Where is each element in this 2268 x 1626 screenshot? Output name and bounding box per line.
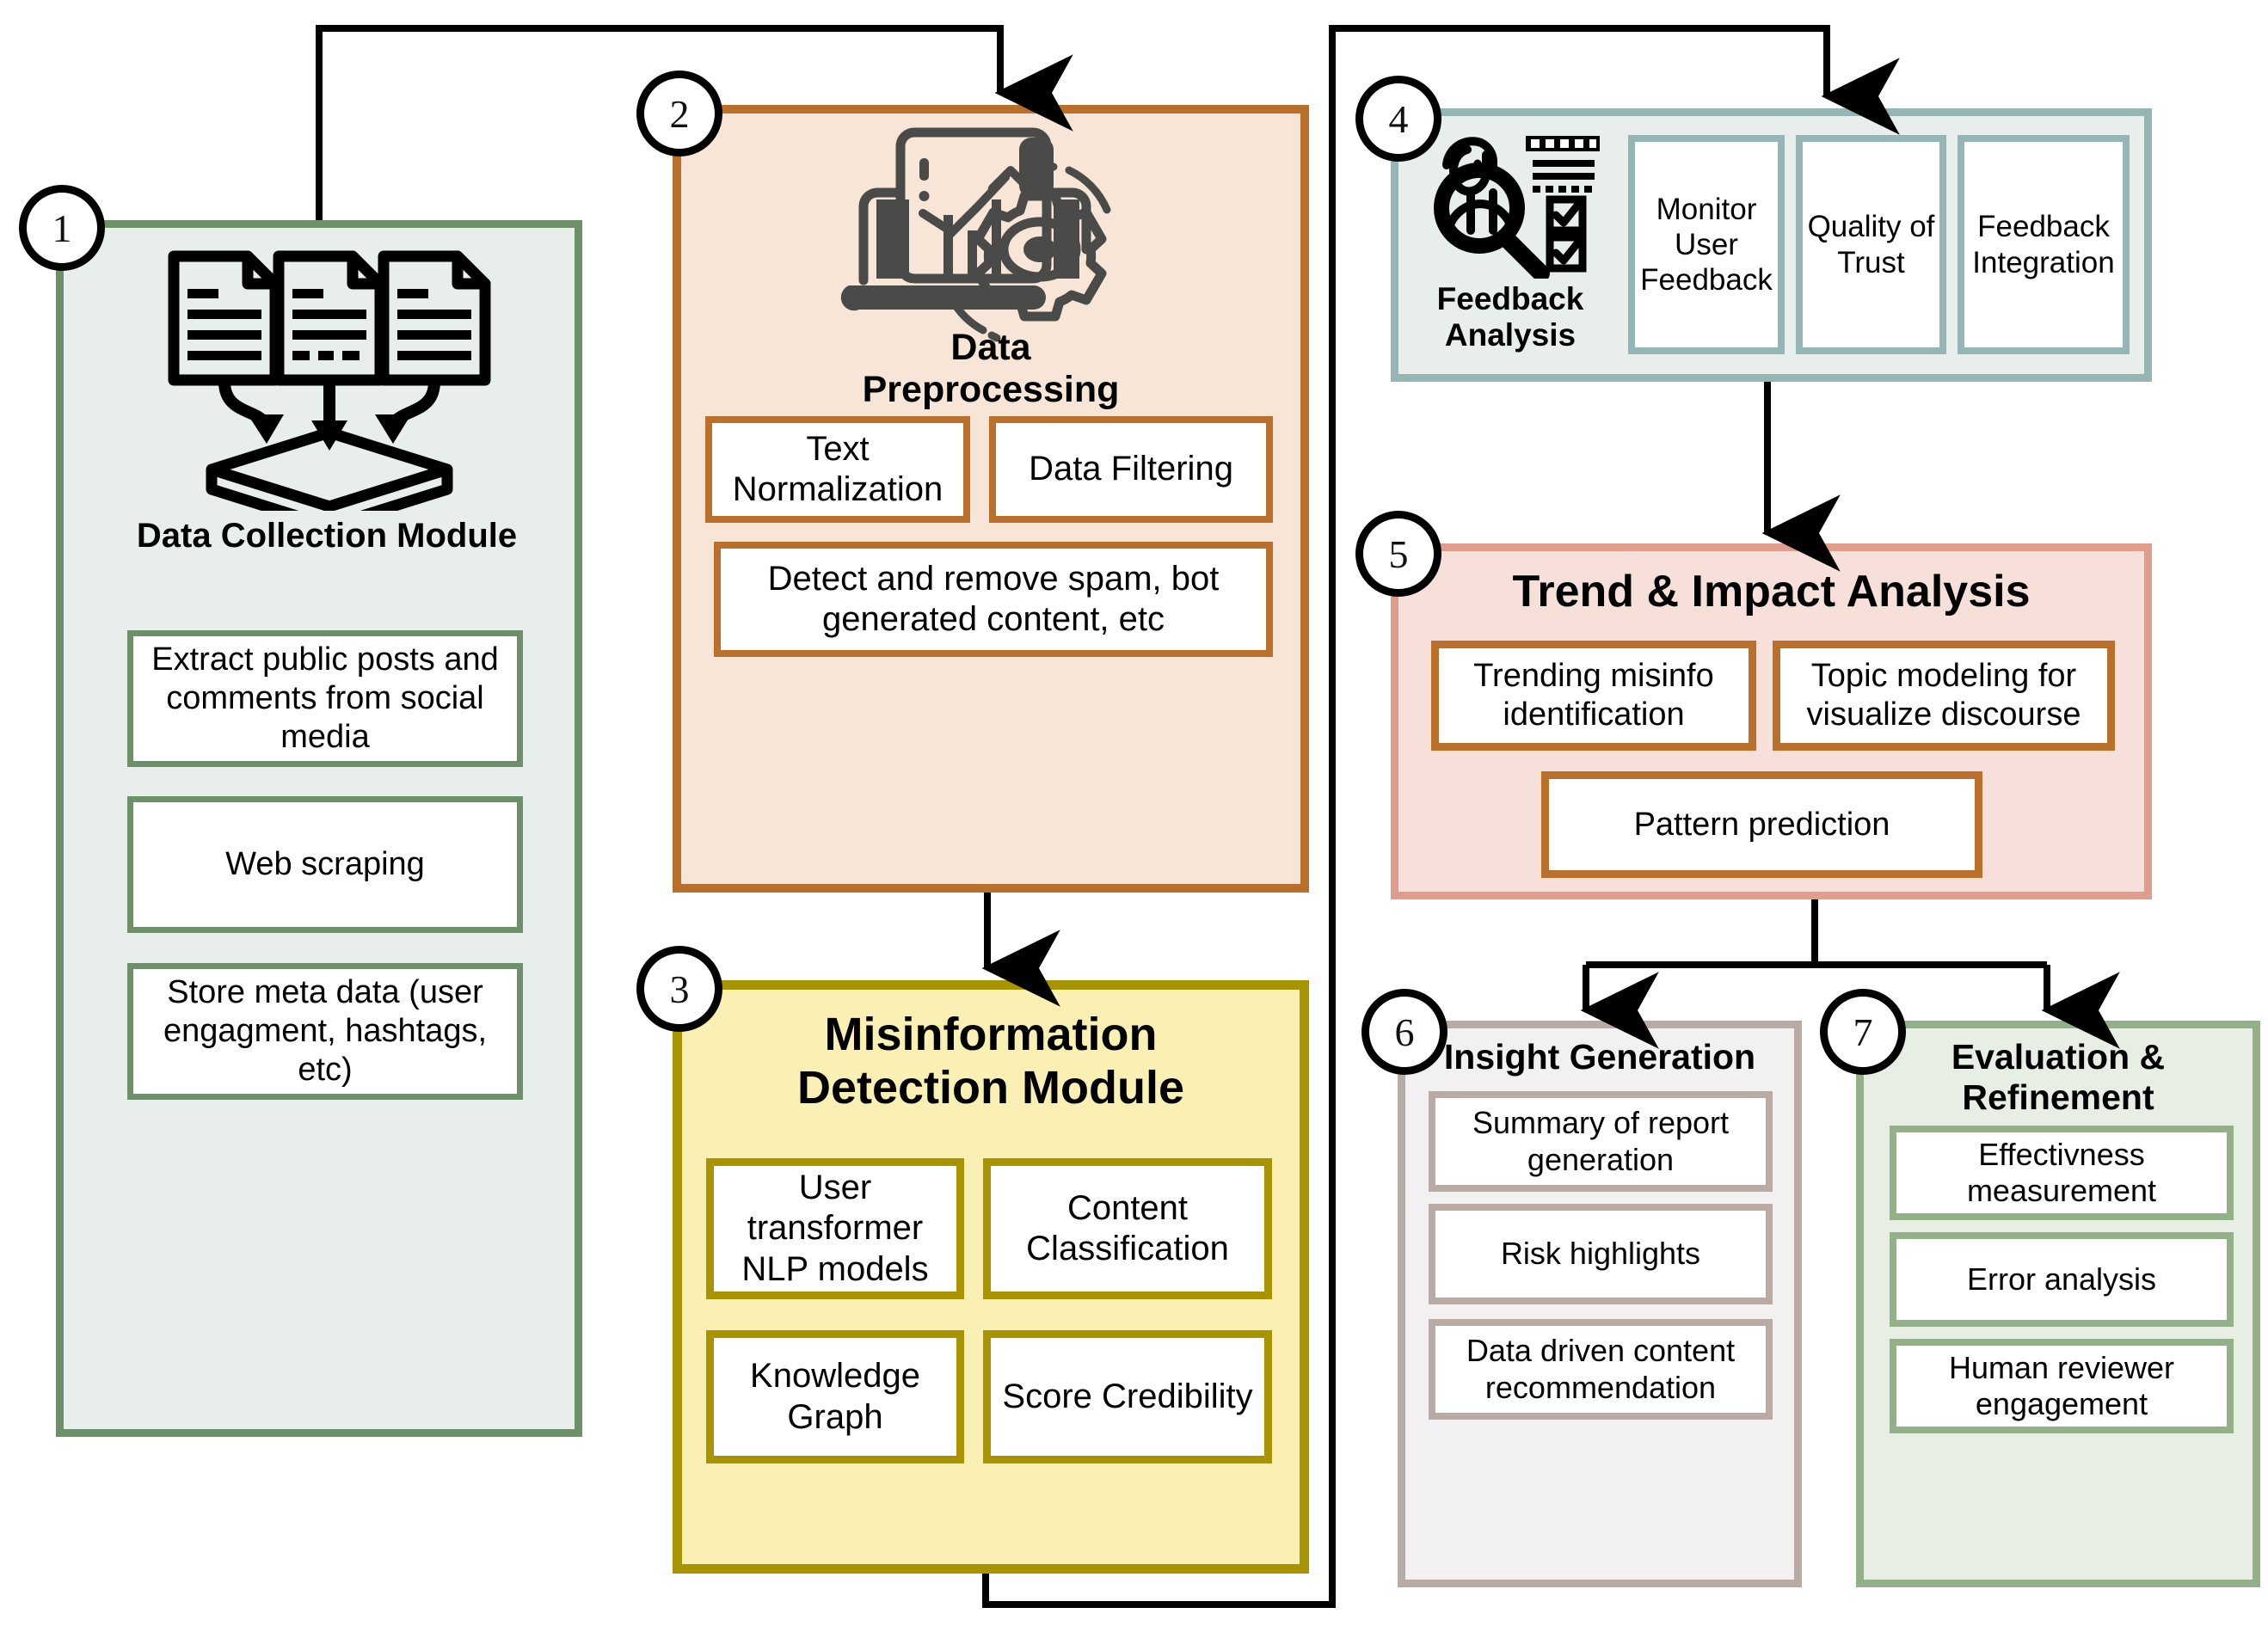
module-evaluation-refinement[interactable]: Evaluation & Refinement Effectivness mea… (1856, 1021, 2260, 1587)
step-badge-1-label: 1 (52, 206, 72, 250)
m6-item-data-driven-recommendation[interactable]: Data driven content recommendation (1429, 1319, 1773, 1420)
step-badge-4-label: 4 (1388, 96, 1409, 141)
m5-item-trending-misinfo[interactable]: Trending misinfo identification (1431, 641, 1756, 751)
m1-item-web-scraping[interactable]: Web scraping (127, 796, 523, 933)
person-magnifier-checklist-icon (1414, 125, 1612, 279)
m7-item-human-reviewer-engagement[interactable]: Human reviewer engagement (1890, 1339, 2234, 1433)
module-2-title-line2: Preprocessing (862, 369, 1120, 411)
step-badge-5: 5 (1355, 511, 1441, 597)
m2-item-data-filtering[interactable]: Data Filtering (989, 416, 1273, 523)
m5-item-pattern-prediction[interactable]: Pattern prediction (1541, 771, 1982, 878)
module-3-title: Misinformation Detection Module (682, 1009, 1300, 1114)
step-badge-3-label: 3 (669, 966, 690, 1011)
step-badge-3: 3 (636, 946, 722, 1032)
m7-item-effectiveness-measurement[interactable]: Effectivness measurement (1890, 1126, 2234, 1220)
module-4-title-line1: Feedback (1436, 281, 1584, 316)
module-data-preprocessing[interactable]: Data Preprocessing Text Normalization Da… (673, 105, 1309, 893)
m3-item-content-classification[interactable]: Content Classification (983, 1158, 1272, 1299)
m3-item-score-credibility[interactable]: Score Credibility (983, 1330, 1272, 1463)
module-data-collection[interactable]: Data Collection Module Extract public po… (56, 220, 582, 1437)
step-badge-4: 4 (1355, 76, 1441, 162)
step-badge-7-label: 7 (1853, 1009, 1873, 1054)
step-badge-5-label: 5 (1388, 531, 1409, 576)
m5-item-topic-modeling[interactable]: Topic modeling for visualize discourse (1773, 641, 2115, 751)
m1-item-extract-posts[interactable]: Extract public posts and comments from s… (127, 630, 523, 767)
m3-item-knowledge-graph[interactable]: Knowledge Graph (706, 1330, 964, 1463)
module-7-title-line1: Evaluation & (1951, 1037, 2166, 1077)
module-7-title-line2: Refinement (1962, 1077, 2154, 1117)
module-2-title-line1: Data (950, 327, 1031, 368)
module-4-title-line2: Analysis (1444, 317, 1577, 353)
step-badge-6-label: 6 (1394, 1009, 1415, 1054)
module-misinformation-detection[interactable]: Misinformation Detection Module User tra… (673, 980, 1309, 1574)
m4-item-quality-of-trust[interactable]: Quality of Trust (1796, 135, 1946, 354)
module-2-title: Data Preprocessing (681, 327, 1300, 411)
m4-item-monitor-user-feedback[interactable]: Monitor User Feedback (1628, 135, 1785, 354)
m6-item-risk-highlights[interactable]: Risk highlights (1429, 1204, 1773, 1304)
module-6-title: Insight Generation (1443, 1037, 1756, 1077)
laptop-chart-gear-icon (681, 120, 1300, 353)
module-3-title-line1: Misinformation (824, 1009, 1158, 1060)
documents-to-storage-icon (64, 240, 590, 515)
step-badge-1: 1 (19, 185, 105, 271)
step-badge-6: 6 (1361, 989, 1447, 1075)
step-badge-2: 2 (636, 71, 722, 156)
m3-item-nlp-models[interactable]: User transformer NLP models (706, 1158, 964, 1299)
step-badge-7: 7 (1820, 989, 1906, 1075)
module-7-title: Evaluation & Refinement (1864, 1037, 2253, 1117)
m6-item-summary-report[interactable]: Summary of report generation (1429, 1091, 1773, 1192)
module-3-title-line2: Detection Module (796, 1061, 1184, 1114)
m2-item-detect-remove-spam[interactable]: Detect and remove spam, bot generated co… (714, 542, 1273, 657)
m7-item-error-analysis[interactable]: Error analysis (1890, 1232, 2234, 1327)
module-4-title: Feedback Analysis (1407, 281, 1613, 353)
m1-item-store-metadata[interactable]: Store meta data (user engagment, hashtag… (127, 963, 523, 1100)
step-badge-2-label: 2 (669, 91, 690, 136)
module-trend-impact-analysis[interactable]: Trend & Impact Analysis Trending misinfo… (1391, 543, 2152, 899)
m4-item-feedback-integration[interactable]: Feedback Integration (1958, 135, 2130, 354)
module-feedback-analysis[interactable]: Feedback Analysis Monitor User Feedback … (1391, 108, 2152, 382)
module-insight-generation[interactable]: Insight Generation Summary of report gen… (1398, 1021, 1802, 1587)
m2-item-text-normalization[interactable]: Text Normalization (705, 416, 970, 523)
module-5-title: Trend & Impact Analysis (1512, 567, 2031, 617)
module-1-title: Data Collection Module (136, 517, 518, 555)
